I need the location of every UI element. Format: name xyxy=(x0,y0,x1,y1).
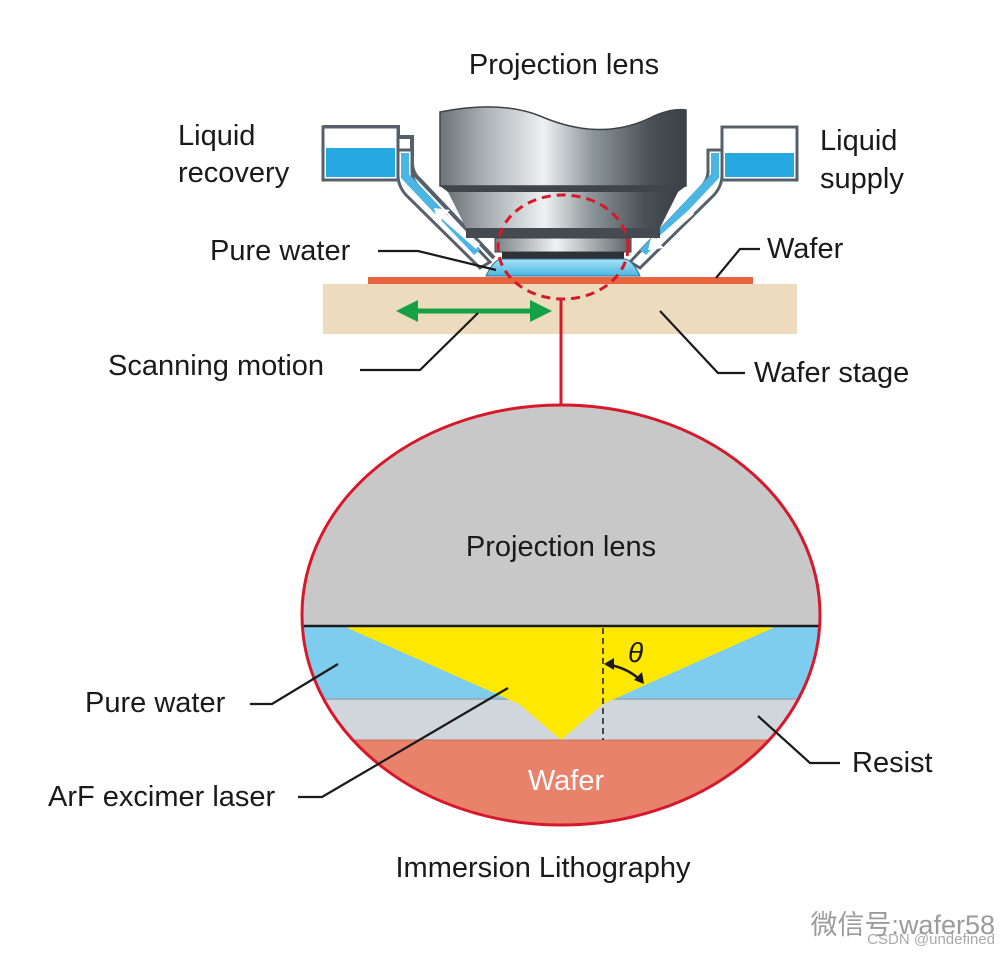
arf-laser-cone xyxy=(345,627,775,740)
projection-lens-body xyxy=(439,106,687,260)
leader-arf-laser xyxy=(298,687,509,799)
label-liquid-supply-2: supply xyxy=(820,163,904,195)
leader-wafer-stage xyxy=(659,310,745,375)
label-resist: Resist xyxy=(852,747,933,779)
label-theta: θ xyxy=(628,637,643,668)
label-projection-lens-detail: Projection lens xyxy=(466,531,656,563)
label-liquid-recovery-1: Liquid xyxy=(178,120,255,152)
detail-lens-region xyxy=(302,405,820,626)
watermark-main: 微信号:wafer58 xyxy=(810,910,995,940)
label-scanning-motion: Scanning motion xyxy=(108,350,324,382)
detail-view: Projection lens θ Wafer Pure water Resis… xyxy=(48,403,933,827)
label-liquid-recovery-2: recovery xyxy=(178,157,290,189)
top-illustration: Projection lens Liquid recovery Liquid s… xyxy=(108,49,909,406)
label-pure-water-top: Pure water xyxy=(210,235,351,267)
label-projection-lens-top: Projection lens xyxy=(469,49,659,81)
leader-wafer-top xyxy=(715,247,760,279)
wafer-bar xyxy=(368,277,753,284)
leader-scanning-motion xyxy=(360,312,479,372)
label-arf-laser: ArF excimer laser xyxy=(48,781,276,813)
supply-flow-arrow xyxy=(648,209,694,250)
leader-pure-water-detail xyxy=(250,663,339,706)
zoom-region-circle xyxy=(496,193,630,301)
scanning-motion-arrow xyxy=(396,300,552,322)
figure-caption: Immersion Lithography xyxy=(396,852,691,884)
detail-ellipse-border xyxy=(300,403,822,827)
label-wafer-stage: Wafer stage xyxy=(754,357,909,389)
label-wafer-top: Wafer xyxy=(767,233,844,265)
label-liquid-supply-1: Liquid xyxy=(820,125,897,157)
watermark-sub: CSDN @undefined xyxy=(867,931,995,948)
leader-resist xyxy=(757,715,840,765)
recovery-flow-arrow xyxy=(434,208,480,249)
label-wafer-detail: Wafer xyxy=(528,765,605,797)
pure-water-meniscus xyxy=(485,258,641,277)
leader-pure-water-top xyxy=(378,249,497,272)
label-pure-water-detail: Pure water xyxy=(85,687,226,719)
